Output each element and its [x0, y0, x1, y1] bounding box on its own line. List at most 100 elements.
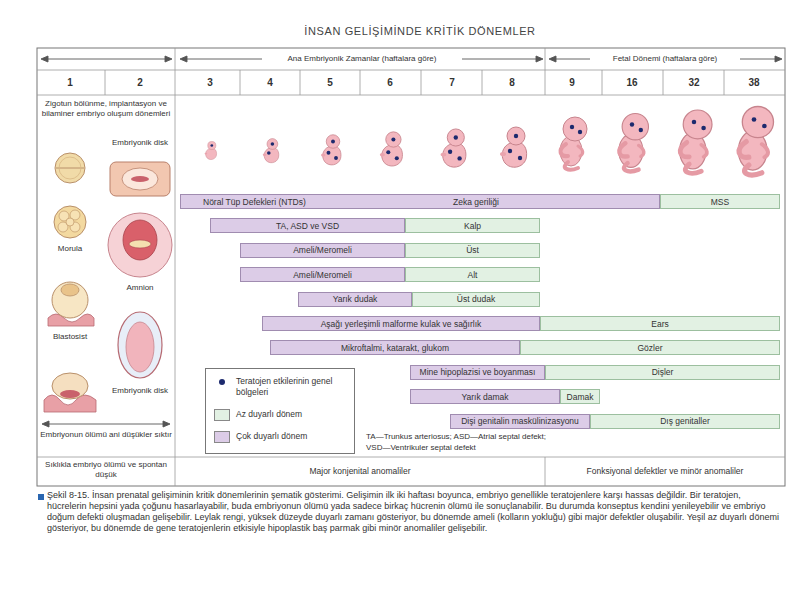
embryo-shape [263, 139, 279, 163]
embryonic-disc [60, 390, 80, 398]
sensitive-period-bar: Mine hipoplazisi ve boyanması [410, 365, 545, 380]
arrow-head [775, 56, 782, 62]
caption-bullet [38, 494, 44, 500]
bilaminar-figure [110, 162, 170, 196]
legend-dot [219, 379, 225, 385]
bar-label: Dış genitaller [660, 415, 710, 427]
less-sensitive-bar: Üst dudak [412, 292, 540, 307]
sensitive-period-bar: Aşağı yerleşimli malforme kulak ve sağır… [262, 316, 540, 331]
figure-label: Amnion [107, 283, 173, 293]
sensitive-period-bar: Ameli/Meromeli [240, 243, 405, 258]
embryonic-disc [126, 322, 154, 372]
arrow-line [45, 424, 167, 425]
teratogen-site [578, 130, 582, 134]
bar-label: Ameli/Meromeli [293, 269, 352, 281]
fetus-shape [560, 117, 587, 170]
week-number: 4 [253, 77, 287, 90]
morula-cell [66, 218, 74, 226]
yolk-and-amnion [123, 220, 157, 260]
cleavage-line [56, 168, 84, 169]
grid-line [545, 48, 546, 95]
zygote-cell [55, 153, 85, 183]
legend-text: Teratojen etkilerinin genel bölgeleri [236, 376, 348, 398]
less-sensitive-bar: Damak [560, 389, 600, 404]
bar-label: Zeka geriliği [453, 196, 499, 208]
less-sensitive-bar: Üst [405, 243, 540, 258]
fetus-shape [680, 110, 712, 173]
legend-item: Çok duyarlı dönem [206, 431, 354, 455]
zona-ring [59, 157, 81, 179]
outcome-cell: Major konjenital anomaliler [180, 466, 540, 477]
grid-line [360, 70, 361, 95]
teratogen-site [701, 126, 706, 131]
legend-swatch [214, 409, 230, 421]
fetus-figure [738, 107, 773, 175]
week-number: 32 [677, 77, 711, 90]
teratogen-site [639, 128, 643, 132]
teratogen-site [271, 142, 275, 146]
blastocyst-wall [52, 282, 88, 318]
teratogen-site [454, 135, 458, 139]
grid-line [240, 70, 241, 95]
week-number: 2 [123, 77, 157, 90]
endometrium [110, 162, 170, 196]
embryo-shape [500, 127, 527, 167]
week-number: 6 [373, 77, 407, 90]
grid-line [724, 70, 725, 95]
less-sensitive-bar: Alt [405, 267, 540, 282]
bar-label: TA, ASD ve VSD [276, 220, 339, 232]
fetus-figure [680, 110, 712, 173]
teratogen-site [395, 156, 399, 160]
arrow-head [42, 421, 49, 427]
teratogen-site [692, 120, 697, 125]
legend-swatch [214, 431, 230, 443]
embryonic-disc-figure [118, 312, 162, 378]
embryonic-disc [131, 176, 149, 182]
arrow-head [536, 56, 543, 62]
figure-label: Embriyonik disk [106, 386, 174, 396]
morula-outline [54, 206, 86, 238]
teratogen-site [391, 137, 395, 141]
teratogen-site [334, 156, 338, 160]
grid-line [37, 70, 785, 71]
less-sensitive-bar: Dişler [545, 365, 780, 380]
teratogen-site [518, 156, 522, 160]
week-number: 8 [495, 77, 529, 90]
bar-label: Ears [651, 318, 668, 330]
week-number: 38 [737, 77, 771, 90]
embryo-shape [441, 129, 466, 167]
teratogen-site [210, 144, 213, 147]
period-arrows [41, 56, 782, 427]
morula-figure [54, 206, 86, 238]
fetus-shape [619, 114, 649, 172]
amnion-figure [108, 213, 172, 277]
embryonic-disc [129, 240, 151, 248]
bar-label: Gözler [637, 342, 662, 354]
week-number: 16 [615, 77, 649, 90]
teratogen-site [508, 149, 512, 153]
teratogen-site [752, 117, 757, 122]
stage-note: Zigotun bölünme, implantasyon ve bilamin… [40, 99, 172, 119]
stage-note: Embriyonun ölümü ani düşükler sıktır [40, 430, 172, 440]
conceptus [122, 168, 158, 190]
grid-line [482, 70, 483, 95]
outcome-cell: Fonksiyonal defektler ve minör anomalile… [547, 466, 783, 477]
bar-label: Nöral Tüp Defekleri (NTDs) [203, 196, 306, 208]
bar-label: Üst dudak [457, 293, 495, 305]
teratogen-site [386, 150, 390, 154]
figure-label: Embriyonik disk [106, 138, 174, 148]
grid-line [105, 70, 106, 95]
arrow-head [165, 56, 172, 62]
figure-label: Morula [37, 244, 103, 254]
week-number: 7 [435, 77, 469, 90]
legend-box: Teratojen etkilerinin genel bölgeleriAz … [205, 368, 355, 454]
chart-frame [37, 48, 785, 486]
inner-cell-mass [61, 284, 79, 296]
week-number: 1 [53, 77, 87, 90]
sensitive-period-bar: Nöral Tüp Defekleri (NTDs) Zeka geriliği [180, 194, 660, 209]
bar-label: Aşağı yerleşimli malforme kulak ve sağır… [321, 318, 482, 330]
sensitive-period-bar: Dişi genitalin maskülinizasyonu [450, 414, 590, 429]
embryo-shape [380, 132, 403, 166]
bar-label: Damak [567, 391, 594, 403]
